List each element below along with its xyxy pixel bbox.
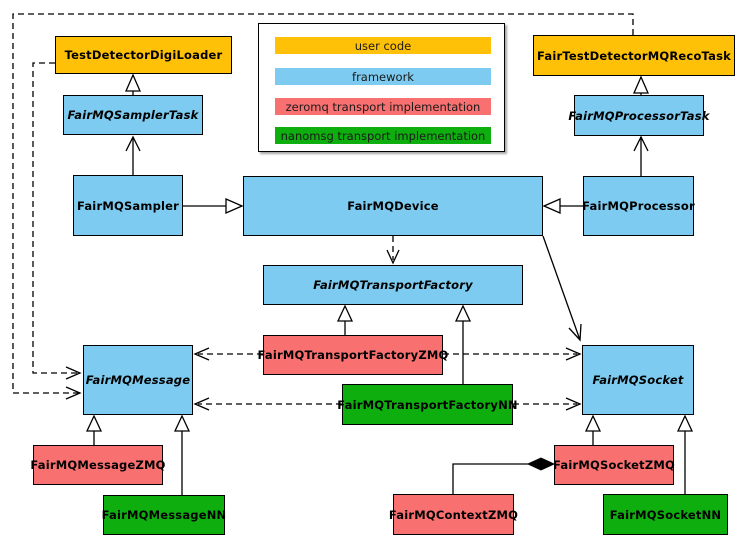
node-fairmqmessagezmq: FairMQMessageZMQ	[30, 445, 165, 485]
legend-box: user code framework zeromq transport imp…	[258, 23, 505, 152]
edge-messagenn-to-message	[173, 414, 191, 495]
edge-socketzmq-to-socket	[584, 414, 602, 445]
legend-item-nanomsg: nanomsg transport implementation	[275, 127, 491, 144]
edge-device-to-factory-dashed	[386, 236, 400, 265]
edge-factoryzmq-to-factory	[336, 304, 354, 335]
node-fairmqtransportfactorynn: FairMQTransportFactoryNN	[337, 384, 518, 425]
legend-item-user-code: user code	[275, 37, 491, 54]
node-fairmqmessagenn: FairMQMessageNN	[102, 495, 226, 535]
edge-factorynn-to-message-dashed	[193, 397, 342, 411]
node-fairmqtransportfactory: FairMQTransportFactory	[263, 265, 523, 305]
node-fairmqtransportfactoryzmq: FairMQTransportFactoryZMQ	[258, 335, 448, 375]
node-fairmqprocessortask: FairMQProcessorTask	[568, 95, 709, 136]
node-fairmqprocessor: FairMQProcessor	[582, 176, 695, 236]
edge-sampler-to-device	[183, 198, 244, 214]
edge-factoryzmq-to-socket-dashed	[443, 347, 582, 361]
node-fairmqsocketnn: FairMQSocketNN	[603, 494, 728, 535]
edge-sampler-to-samplertask	[125, 135, 141, 175]
node-testdetectordigiloader: TestDetectorDigiLoader	[55, 36, 232, 74]
edge-contextzmq-to-socketzmq-composition	[452, 457, 556, 494]
edge-samplertask-to-digiloader	[125, 73, 141, 95]
edge-factoryzmq-to-message-dashed	[193, 347, 263, 361]
edge-device-to-socket	[542, 235, 582, 342]
node-fairmqsocketzmq: FairMQSocketZMQ	[553, 445, 675, 485]
edge-processortask-to-recotask	[633, 75, 649, 95]
legend-item-framework: framework	[275, 68, 491, 85]
edge-recotask-to-message-dashed	[12, 13, 634, 400]
edge-digiloader-to-message-dashed	[32, 62, 82, 380]
node-fairmqcontextzmq: FairMQContextZMQ	[389, 494, 518, 535]
edge-processor-to-processortask	[633, 135, 649, 176]
node-fairmqdevice: FairMQDevice	[243, 176, 543, 236]
edge-factorynn-to-factory	[454, 304, 472, 384]
legend-item-zeromq: zeromq transport implementation	[275, 98, 491, 115]
node-fairmqsamplertask: FairMQSamplerTask	[63, 95, 203, 135]
node-fairmqsocket: FairMQSocket	[582, 345, 694, 415]
node-fairmqmessage: FairMQMessage	[83, 345, 193, 415]
edge-factorynn-to-socket-dashed	[513, 397, 582, 411]
node-fairmqsampler: FairMQSampler	[73, 175, 183, 236]
edge-messagezmq-to-message	[85, 414, 103, 445]
edge-processor-to-device	[542, 198, 583, 214]
node-fairtestdetectormqrecotask: FairTestDetectorMQRecoTask	[533, 35, 735, 76]
edge-socketnn-to-socket	[676, 414, 694, 494]
